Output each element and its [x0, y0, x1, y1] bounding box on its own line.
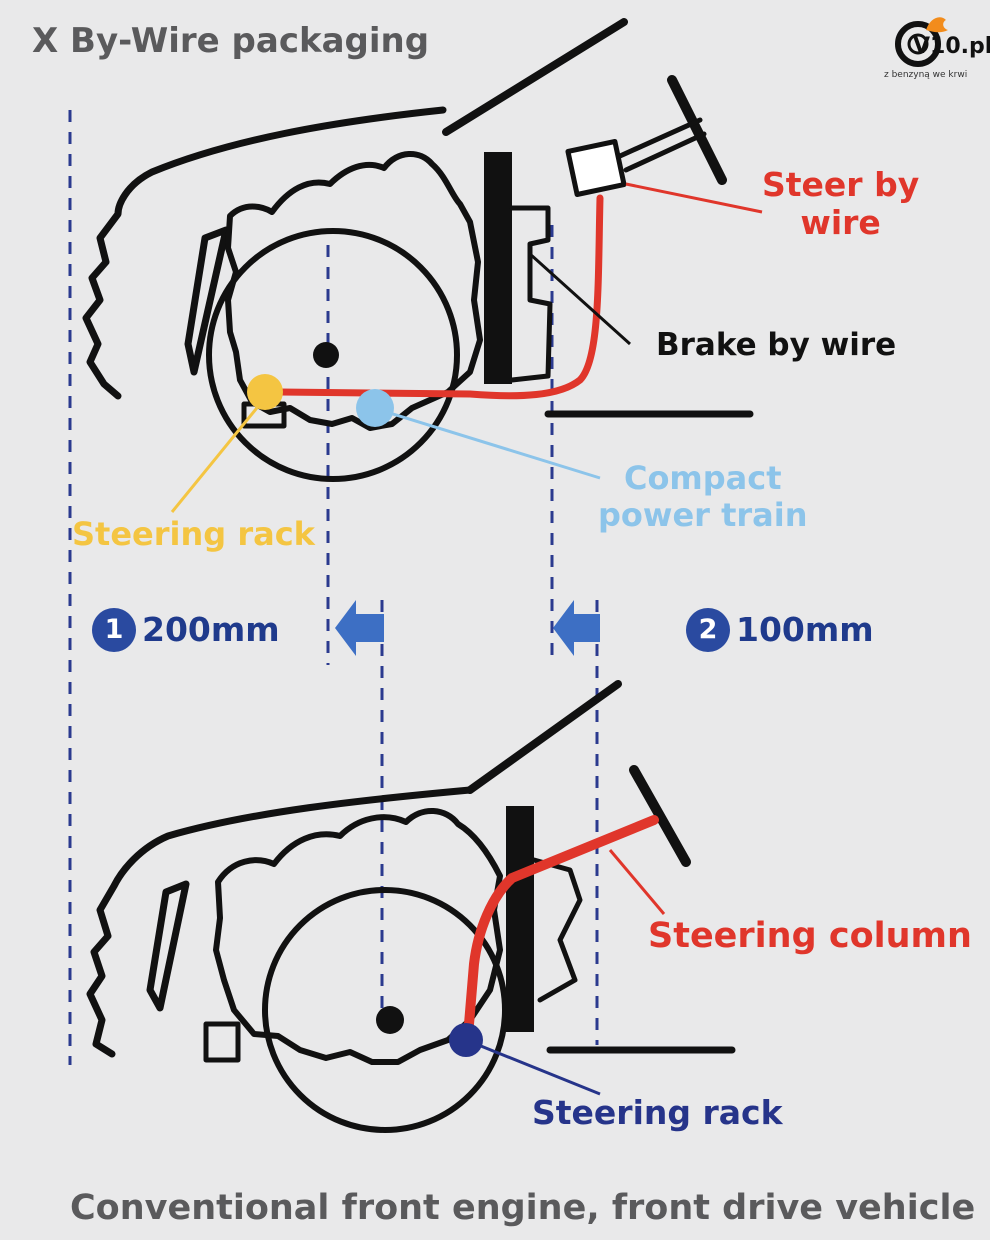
shift-arrows — [335, 600, 600, 656]
label-compact-power-train: Compact power train — [598, 460, 808, 534]
compact-power-train-dot — [356, 389, 394, 427]
bottom-windshield — [466, 680, 622, 794]
top-engine — [225, 151, 483, 431]
distance-1-badge: 1 — [92, 608, 136, 652]
top-steering-rack-dot — [247, 374, 283, 410]
diagram-caption: Conventional front engine, front drive v… — [70, 1188, 976, 1228]
bottom-steering-rack-dot — [449, 1023, 483, 1057]
bottom-steering-wheel — [629, 765, 691, 867]
bottom-leader-lines — [465, 849, 666, 1096]
top-hood — [82, 106, 447, 400]
top-steer-actuator — [565, 138, 627, 198]
bottom-axle-dot — [376, 1006, 404, 1034]
bottom-radiator — [146, 880, 190, 1012]
label-steering-column: Steering column — [648, 916, 972, 956]
distance-1: 1 200mm — [92, 608, 280, 652]
shift-arrow-2 — [553, 600, 600, 656]
top-vehicle — [82, 18, 754, 482]
logo-tagline: z benzyną we krwi — [884, 70, 968, 80]
label-steer-by-wire-line2: wire — [800, 202, 881, 242]
top-steering-shaft-b — [623, 131, 707, 173]
top-wheel — [206, 228, 460, 482]
top-axle-dot — [313, 342, 339, 368]
label-brake-by-wire: Brake by wire — [656, 327, 897, 363]
bottom-vehicle — [86, 680, 736, 1133]
distance-2-value: 100mm — [736, 610, 874, 650]
diagram-title: X By-Wire packaging — [32, 21, 430, 61]
guide-lines — [68, 110, 599, 1065]
v10-logo-icon — [895, 17, 948, 67]
label-steering-rack-bottom: Steering rack — [532, 1093, 783, 1132]
top-radiator — [184, 226, 230, 376]
shift-arrow-1 — [335, 600, 384, 656]
bottom-engine-mount — [203, 1021, 241, 1063]
bottom-firewall-bracket — [531, 857, 583, 1003]
bottom-firewall — [506, 806, 534, 1032]
top-steering-wheel — [667, 75, 727, 185]
label-steer-by-wire-line1: Steer by — [762, 165, 920, 204]
bottom-wheel — [262, 887, 508, 1133]
leader-steering-column — [608, 849, 666, 915]
top-steering-shaft-a — [617, 117, 703, 159]
steering-column-line — [463, 815, 659, 1041]
top-leader-lines — [170, 182, 763, 513]
leader-brake-by-wire — [528, 252, 632, 346]
distance-2-badge: 2 — [686, 608, 730, 652]
logo-name: V10.pl — [913, 34, 990, 59]
bottom-hood — [86, 786, 474, 1058]
label-compact-line1: Compact — [623, 459, 782, 497]
label-steer-by-wire: Steer by wire — [762, 166, 919, 242]
distance-2: 2 100mm — [686, 608, 874, 652]
top-brake-bracket — [509, 205, 553, 383]
top-windshield — [442, 18, 628, 136]
top-brake-unit — [484, 152, 512, 384]
distance-1-value: 200mm — [142, 610, 280, 650]
leader-rack-bottom — [465, 1038, 601, 1096]
leader-compact — [379, 408, 601, 480]
bottom-engine — [213, 807, 503, 1065]
leader-steer-by-wire — [625, 182, 763, 214]
steer-by-wire-line — [276, 194, 604, 400]
label-compact-line2: power train — [598, 495, 808, 534]
label-steering-rack-top: Steering rack — [72, 515, 315, 553]
leader-rack-top — [170, 397, 267, 513]
